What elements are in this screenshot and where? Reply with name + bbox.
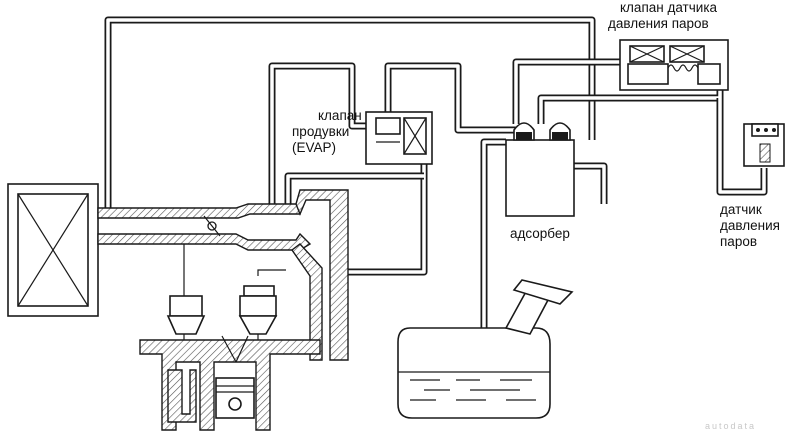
sensor-label-line3: паров <box>720 234 758 249</box>
air-filter <box>7 183 99 317</box>
purge-valve <box>365 111 433 165</box>
purge-valve-label-line2: продувки <box>292 124 350 139</box>
vapor-valve-label-line1: клапан датчика <box>620 0 718 15</box>
adsorber-canister <box>505 122 575 217</box>
sensor-label-line1: датчик <box>720 202 762 217</box>
watermark: autodata <box>705 421 757 431</box>
purge-valve-label-line1: клапан <box>318 108 362 123</box>
fuel-tank <box>397 279 574 419</box>
vapor-valve-label-line2: давления паров <box>608 16 709 31</box>
intake-manifold <box>97 189 349 361</box>
tube-network <box>104 16 768 328</box>
sensor-label-line2: давления <box>720 218 780 233</box>
engine-block <box>139 244 321 431</box>
vapor-pressure-sensor <box>743 123 785 167</box>
vapor-valve <box>619 39 729 91</box>
adsorber-label: адсорбер <box>510 226 570 241</box>
purge-valve-label-line3: (EVAP) <box>292 140 337 155</box>
